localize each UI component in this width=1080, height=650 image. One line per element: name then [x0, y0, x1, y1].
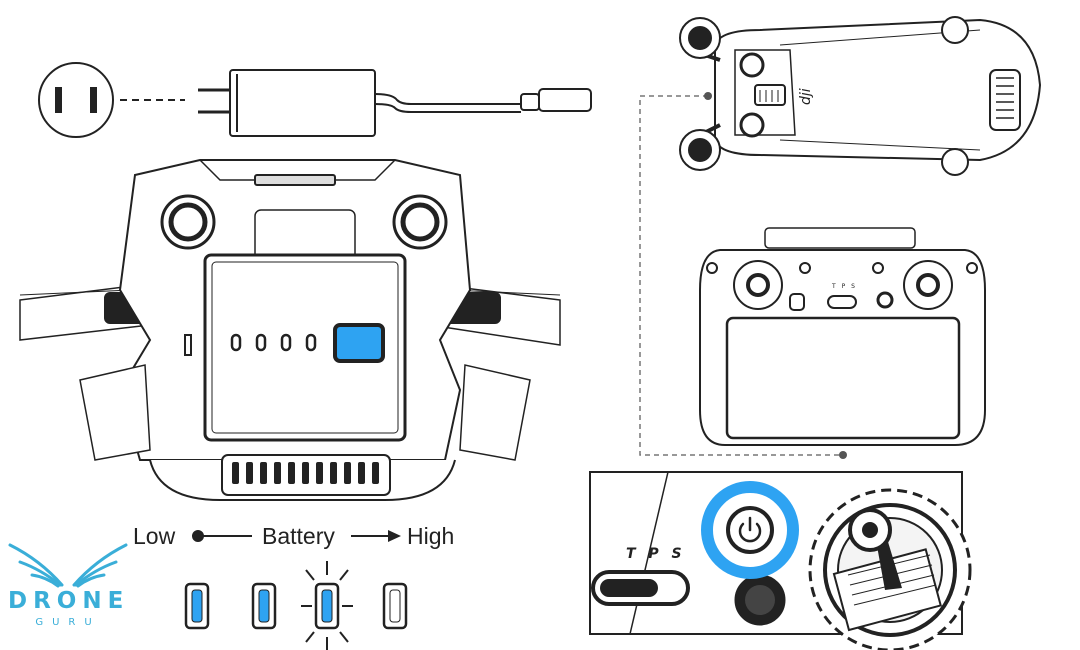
- legend-high-arrowhead: [388, 530, 401, 542]
- battery-level-4: [382, 582, 408, 630]
- connector-dot-bottom: [839, 451, 847, 459]
- dashed-connector: [639, 95, 843, 456]
- connector-dot-top: [704, 92, 712, 100]
- drone-led-1: [230, 333, 242, 352]
- legend-battery-label: Battery: [262, 523, 335, 549]
- battery-legend-arrow: [192, 530, 401, 542]
- battery-level-1: [184, 582, 210, 630]
- drone-led-3: [280, 333, 292, 352]
- drone-battery-leds: [230, 333, 317, 352]
- remote-tps-small-label: T P S: [832, 283, 857, 290]
- battery-level-2: [251, 582, 277, 630]
- drone-top-view: dji: [679, 16, 1042, 176]
- drone-rear-view: [19, 159, 561, 501]
- drone-led-4: [305, 333, 317, 352]
- battery-level-icons: [184, 561, 408, 650]
- battery-level-3-blinking: [301, 561, 353, 650]
- charger: [198, 69, 592, 137]
- wall-outlet: [38, 62, 114, 138]
- drone-vent-grille: [232, 462, 379, 484]
- brand-logo-wings: [8, 543, 128, 588]
- battery-level-2-fill: [258, 589, 270, 623]
- svg-text:dji: dji: [798, 88, 814, 105]
- legend-high-label: High: [407, 523, 455, 549]
- brand-name: DRONE: [8, 588, 130, 614]
- battery-level-4-fill: [389, 589, 401, 623]
- drone-led-2: [255, 333, 267, 352]
- battery-level-3-fill: [321, 589, 333, 623]
- drone-power-button: [333, 323, 385, 363]
- tps-label: T P S: [626, 546, 686, 562]
- remote-controller: [699, 227, 986, 446]
- legend-low-label: Low: [133, 523, 176, 549]
- brand-sub: GURU: [35, 617, 101, 628]
- battery-level-1-fill: [191, 589, 203, 623]
- blink-rays: [301, 561, 353, 650]
- power-icon: [738, 516, 762, 543]
